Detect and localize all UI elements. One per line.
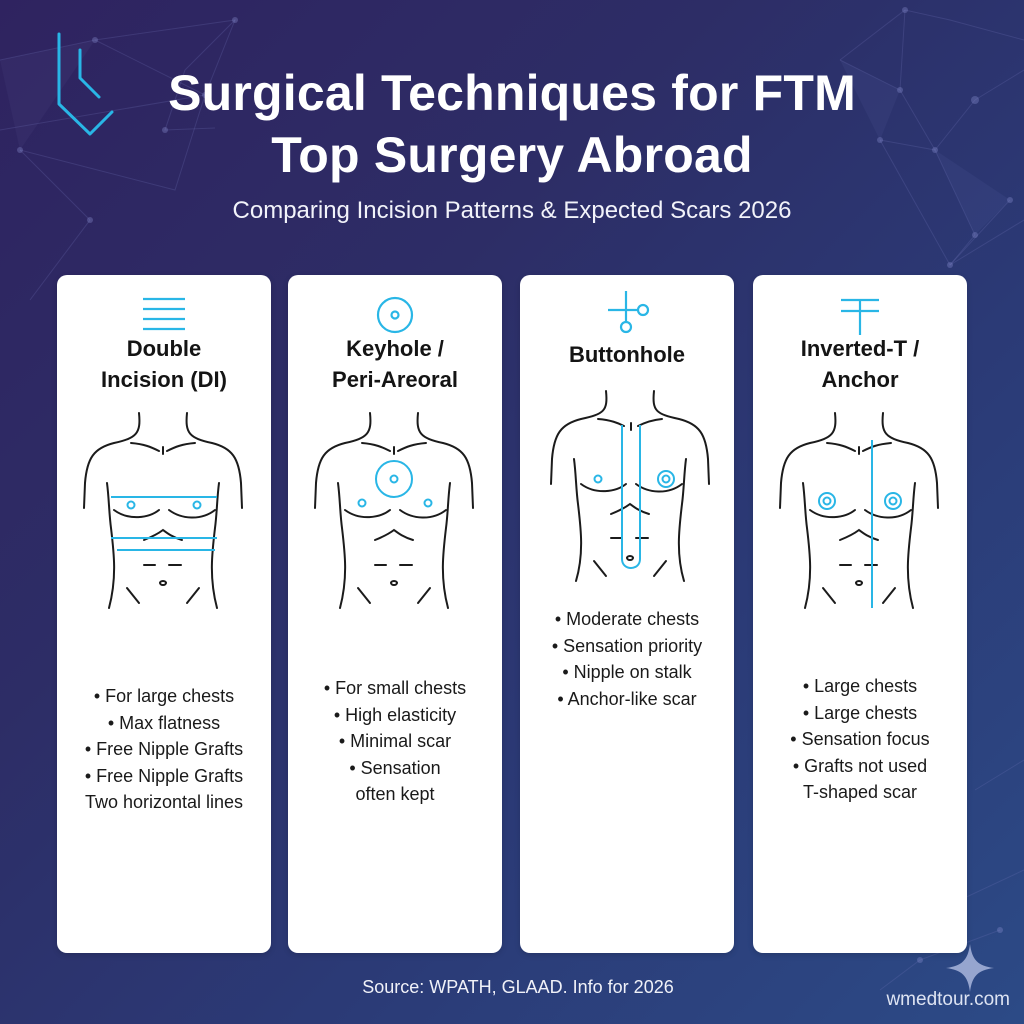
card-bullets: • Large chests • Large chests • Sensatio… xyxy=(790,676,930,802)
torso-diagram xyxy=(314,412,474,609)
card-title: Double Incision (DI) xyxy=(101,336,227,392)
page-title: Surgical Techniques for FTM Top Surgery … xyxy=(0,62,1024,186)
card-bullets: • For small chests • High elasticity • M… xyxy=(323,678,467,804)
card-title: Keyhole / Peri-Areoral xyxy=(332,336,458,392)
technique-cards: Double Incision (DI) xyxy=(57,275,967,953)
card-title: Buttonhole xyxy=(568,342,686,367)
buttonhole-icon xyxy=(608,291,650,334)
card-title: Inverted-T / Anchor xyxy=(800,336,920,392)
circle-target-icon xyxy=(376,296,414,334)
source-note: Source: WPATH, GLAAD. Info for 2026 xyxy=(362,977,674,997)
torso-diagram xyxy=(550,390,710,582)
card-double-incision: Double Incision (DI) xyxy=(57,275,271,953)
card-bullets: • For large chests • Max flatness • Free… xyxy=(84,686,244,812)
brand-watermark: wmedtour.com xyxy=(886,989,1010,1010)
card-buttonhole: Buttonhole • Moderat xyxy=(520,275,734,953)
card-keyhole: Keyhole / Peri-Areoral xyxy=(288,275,502,953)
torso-diagram xyxy=(779,412,939,609)
horizontal-lines-icon xyxy=(143,297,185,331)
sparkle-icon xyxy=(946,944,994,992)
torso-diagram xyxy=(83,412,243,609)
inverted-t-icon xyxy=(841,298,879,335)
page-subtitle: Comparing Incision Patterns & Expected S… xyxy=(232,197,792,224)
logo-icon xyxy=(57,32,114,136)
card-inverted-t: Inverted-T / Anchor xyxy=(753,275,967,953)
title-line-1: Surgical Techniques for FTM xyxy=(168,65,856,121)
title-line-2: Top Surgery Abroad xyxy=(271,127,753,183)
card-bullets: • Moderate chests • Sensation priority •… xyxy=(551,609,703,709)
